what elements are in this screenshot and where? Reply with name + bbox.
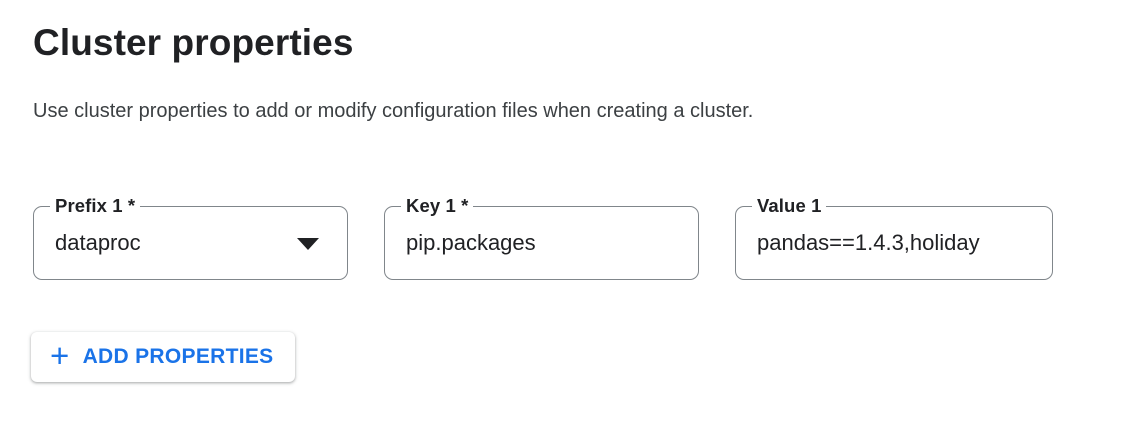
page-title: Cluster properties: [33, 22, 354, 63]
key-label: Key 1 *: [401, 195, 474, 217]
value-field: Value 1: [735, 195, 1053, 280]
page-description: Use cluster properties to add or modify …: [33, 100, 754, 122]
cluster-properties-section: Cluster properties Use cluster propertie…: [31, 22, 1122, 382]
property-row-1: Prefix 1 * dataproc Key 1 * Value 1: [33, 195, 1122, 280]
prefix-selected-value: dataproc: [55, 230, 141, 255]
prefix-select[interactable]: Prefix 1 * dataproc: [33, 195, 348, 280]
value-label: Value 1: [752, 195, 827, 217]
key-input[interactable]: [385, 207, 698, 279]
key-field: Key 1 *: [384, 195, 699, 280]
add-properties-button[interactable]: + ADD PROPERTIES: [31, 332, 296, 382]
value-input[interactable]: [736, 207, 1052, 279]
prefix-label: Prefix 1 *: [50, 195, 141, 217]
arrow-drop-down-icon: [297, 238, 319, 250]
plus-icon: +: [50, 336, 70, 374]
add-properties-label: ADD PROPERTIES: [82, 345, 274, 368]
